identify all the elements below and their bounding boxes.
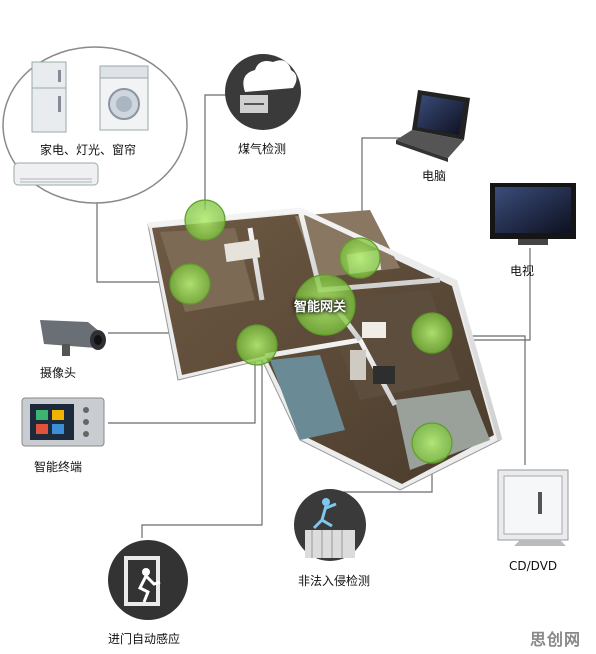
smart-terminal-label: 智能终端 [34, 458, 82, 475]
intrusion-detection-label: 非法入侵检测 [298, 572, 370, 589]
door-sensor-label: 进门自动感应 [108, 630, 180, 647]
camera-icon [40, 320, 106, 356]
gas-detection-icon [225, 54, 301, 130]
smart-gateway-label: 智能网关 [294, 296, 346, 315]
apartment-floorplan [148, 200, 500, 490]
smart-terminal-icon [22, 398, 104, 446]
cd-dvd-label: CD/DVD [509, 559, 557, 573]
door-sensor-icon [108, 540, 188, 620]
cd-dvd-player-icon [498, 470, 568, 546]
computer-label: 电脑 [422, 167, 446, 184]
gas-detection-label: 煤气检测 [238, 140, 286, 157]
watermark: 思创网 [530, 626, 581, 650]
camera-label: 摄像头 [40, 364, 76, 381]
tv-icon [490, 183, 576, 245]
laptop-icon [396, 90, 470, 162]
appliance-label: 家电、灯光、窗帘 [40, 141, 136, 158]
fridge-icon [32, 62, 66, 132]
washing-machine-icon [100, 66, 148, 130]
intrusion-detection-icon [294, 489, 366, 561]
air-conditioner-icon [14, 163, 98, 185]
tv-label: 电视 [510, 262, 534, 279]
